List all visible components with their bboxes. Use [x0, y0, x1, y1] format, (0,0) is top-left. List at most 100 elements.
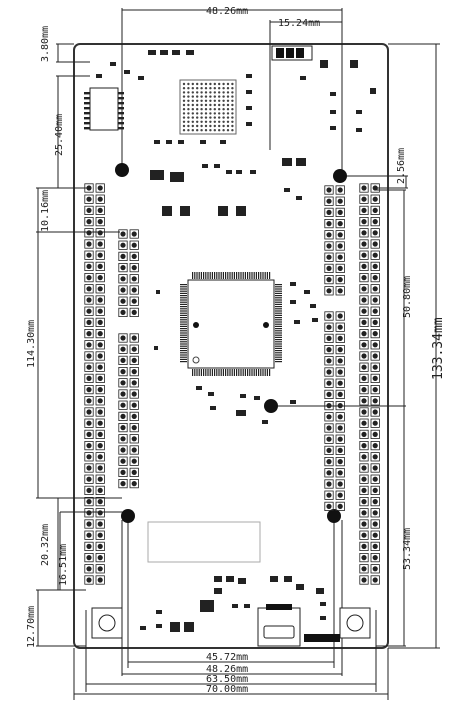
right-outer-header-pin	[361, 454, 367, 460]
right-inner-header-top-pin	[326, 198, 332, 204]
left-inner-header-bottom-pin	[120, 413, 126, 419]
left-outer-header-pad	[84, 261, 94, 272]
right-outer-header-pin	[361, 487, 367, 493]
left-outer-header-pad	[84, 474, 94, 484]
right-outer-header-pad	[370, 351, 380, 361]
right-inner-header-top-pad	[324, 207, 334, 217]
smd-part	[170, 622, 180, 632]
right-outer-header-pin	[372, 319, 378, 325]
dim-bottom-outer: 63.50mm	[206, 674, 248, 685]
smd-part	[246, 90, 252, 94]
smd-part	[284, 576, 292, 582]
right-outer-header-pad	[370, 328, 380, 339]
left-outer-header-pin	[97, 487, 103, 493]
left-outer-header-pin	[97, 499, 103, 505]
right-inner-header-bottom-pin	[337, 459, 343, 465]
smd-part	[312, 318, 318, 322]
smd-part	[356, 128, 362, 132]
left-inner-header-bottom-pin	[131, 436, 137, 442]
left-inner-header-bottom-pin	[120, 402, 126, 408]
right-outer-header-pad	[359, 194, 369, 204]
smd-part	[178, 140, 184, 144]
smd-part	[218, 206, 228, 216]
right-inner-header-bottom-pin	[326, 470, 332, 476]
left-outer-header	[84, 183, 105, 585]
right-outer-header-pin	[361, 431, 367, 437]
silkscreen-label-box	[147, 521, 261, 563]
left-outer-header-pin	[97, 286, 103, 292]
right-inner-header-bottom-pad	[324, 490, 334, 500]
bottom-dimensions	[73, 516, 389, 700]
right-inner-header-bottom-pad	[335, 356, 345, 366]
right-outer-header-pad	[359, 530, 369, 540]
left-inner-header-top-pin	[131, 276, 137, 282]
left-inner-header-top-pad	[129, 229, 139, 239]
left-inner-header-bottom-pin	[120, 481, 126, 487]
right-outer-header	[359, 183, 380, 585]
right-inner-header-bottom-pad	[324, 456, 334, 467]
left-outer-header-pad	[84, 407, 94, 417]
right-outer-header-pin	[372, 230, 378, 236]
right-outer-header-pad	[359, 183, 369, 193]
right-inner-header-bottom-pad	[335, 311, 345, 321]
left-inner-header-top-pin	[131, 265, 137, 271]
smd-part	[214, 588, 222, 594]
left-outer-header-pad	[84, 373, 94, 384]
left-inner-header-bottom	[118, 333, 139, 489]
left-dimensions	[36, 43, 124, 647]
smd-part	[284, 188, 290, 192]
mounting-hole-center	[264, 399, 278, 413]
smd-part	[236, 206, 246, 216]
left-outer-header-pad	[84, 564, 94, 574]
left-outer-header-pin	[97, 207, 103, 213]
left-outer-header-pin	[97, 297, 103, 303]
left-outer-header-pad	[95, 183, 105, 193]
smd-part	[320, 60, 328, 68]
dim-right-total-height: 133.34mm	[431, 317, 446, 380]
right-outer-header-pin	[372, 297, 378, 303]
left-outer-header-pad	[95, 295, 105, 305]
smd-part	[148, 50, 156, 55]
left-inner-header-top-pin	[131, 242, 137, 248]
right-inner-header-bottom-pin	[326, 425, 332, 431]
left-outer-header-pad	[84, 351, 94, 361]
left-outer-header-pin	[97, 263, 103, 269]
dim-left-lower-small: 16.51mm	[58, 544, 69, 586]
dim-bottom-total: 70.00mm	[206, 684, 248, 695]
smd-part	[246, 74, 252, 78]
left-inner-header-top-pad	[129, 307, 139, 318]
left-inner-header-top-pad	[118, 307, 128, 318]
left-inner-header-bottom-pin	[120, 357, 126, 363]
right-inner-header-bottom-pad	[335, 456, 345, 467]
left-outer-header-pad	[84, 575, 94, 585]
left-outer-header-pin	[86, 263, 92, 269]
right-inner-header-bottom-pad	[335, 412, 345, 422]
right-outer-header-pad	[359, 228, 369, 238]
left-outer-header-pin	[97, 219, 103, 225]
left-outer-header-pin	[86, 342, 92, 348]
dim-right-header-span: 50.80mm	[402, 276, 413, 318]
left-outer-header-pin	[97, 398, 103, 404]
left-outer-header-pin	[97, 566, 103, 572]
left-inner-header-bottom-pin	[131, 447, 137, 453]
right-outer-header-pad	[370, 407, 380, 417]
left-outer-header-pad	[84, 452, 94, 462]
left-outer-header-pad	[84, 463, 94, 473]
right-inner-header-bottom-pin	[326, 313, 332, 319]
left-outer-header-pin	[97, 387, 103, 393]
right-outer-header-pad	[359, 496, 369, 507]
left-outer-header-pad	[95, 530, 105, 540]
right-outer-header-pin	[372, 185, 378, 191]
right-outer-header-pad	[359, 362, 369, 372]
left-inner-header-bottom-pin	[131, 458, 137, 464]
right-outer-header-pin	[361, 308, 367, 314]
right-inner-header-bottom-pad	[335, 344, 345, 355]
left-outer-header-pin	[86, 219, 92, 225]
left-inner-header-bottom-pad	[129, 422, 139, 433]
smd-part	[240, 394, 246, 398]
left-inner-header-top-pad	[129, 240, 139, 250]
left-outer-header-pad	[84, 541, 94, 552]
right-inner-header-bottom-pin	[337, 347, 343, 353]
right-outer-header-pin	[361, 319, 367, 325]
right-inner-header-top-pin	[337, 221, 343, 227]
